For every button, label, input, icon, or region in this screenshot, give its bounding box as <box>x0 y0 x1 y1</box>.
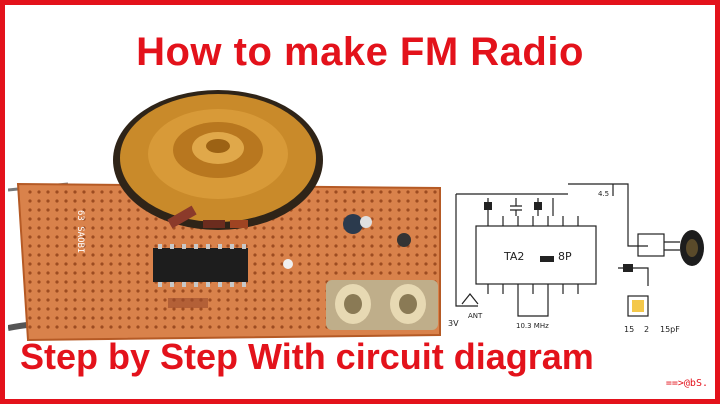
bottom-cap-label: 10.3 MHz <box>516 322 549 330</box>
page-subtitle: Step by Step With circuit diagram <box>20 336 594 377</box>
fm-radio-photo-graphic: 63 SAOBI <box>8 80 453 342</box>
signature: ==>@bS. <box>665 378 708 389</box>
supply-label: 3V <box>448 319 459 328</box>
ic-chip <box>153 248 248 282</box>
ic-label-suffix: 8P <box>558 250 572 263</box>
bottom-label-3: 15pF <box>660 325 680 334</box>
tuning-capacitor <box>326 280 438 330</box>
fm-radio-photo: 63 SAOBI <box>8 80 453 342</box>
ic-label: TA2 <box>503 250 524 263</box>
circuit-diagram: TA2 8P 4.5 3V ANT 10.3 MHz 15 2 15pF <box>448 176 710 336</box>
circuit-diagram-graphic: TA2 8P 4.5 3V ANT 10.3 MHz 15 2 15pF <box>448 176 710 336</box>
bottom-label-1: 15 <box>624 325 634 334</box>
bottom-label-2: 2 <box>644 325 649 334</box>
speaker <box>113 90 323 230</box>
voltage-label: 4.5 <box>598 190 609 198</box>
page-title: How to make FM Radio <box>136 30 584 74</box>
schematic-ic <box>475 225 597 285</box>
pcb-label: 63 SAOBI <box>75 210 85 253</box>
antenna-label: ANT <box>468 312 483 320</box>
